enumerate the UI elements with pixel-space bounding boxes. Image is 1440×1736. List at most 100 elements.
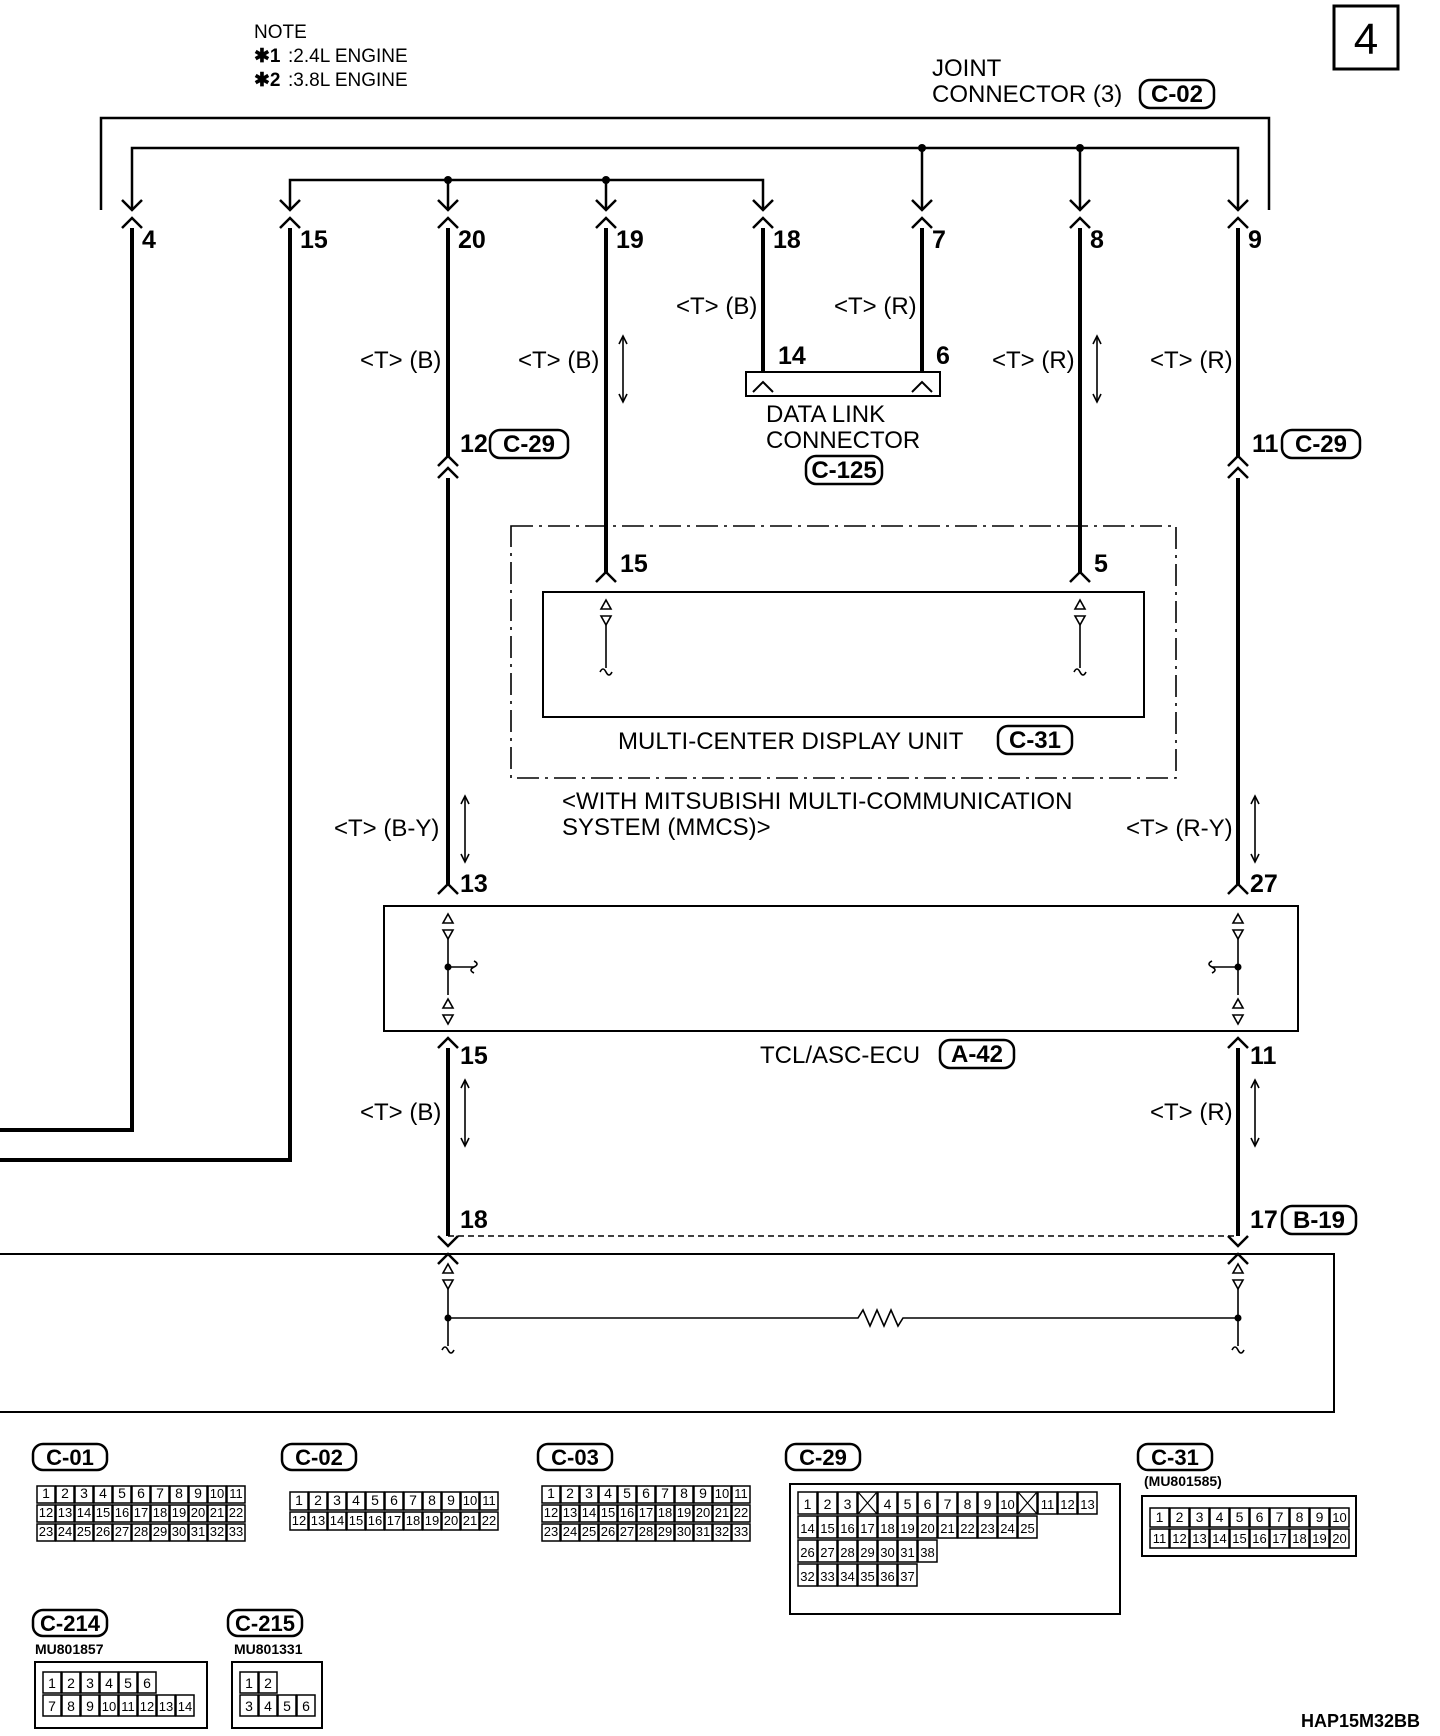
connector-pin-number: 5 [623,1485,631,1501]
unused-cavity-mark [1017,1491,1038,1515]
connector-pin-cell [693,1523,713,1542]
mmcs-pin-5: 5 [1094,550,1108,578]
connector-pin-cell [560,1523,580,1542]
connector-pin-cell [258,1694,278,1717]
wire-bundle [0,228,1240,1236]
note-block: NOTE ✱1 :2.4L ENGINE ✱2 :3.8L ENGINE [254,22,408,91]
connector-code-box [31,1608,109,1638]
connector-housing [231,1661,323,1729]
connector-pin-number: 14 [178,1699,192,1714]
b19-code-box [1280,1204,1358,1236]
connector-pin-cell [1329,1507,1350,1528]
connector-pin-cell [1309,1507,1330,1528]
connector-pin-cell [655,1485,675,1504]
connector-pin-number: 5 [124,1675,132,1691]
connector-code-box [536,1442,614,1472]
connector-pin-cell [137,1694,157,1717]
tcl-node-left [444,963,452,971]
connector-pin-cell [917,1491,938,1515]
connector-pin-cell [131,1485,151,1504]
connector-pin-cell [308,1491,328,1511]
connector-pin-cell [118,1694,138,1717]
connector-pin-number: 20 [1332,1531,1346,1546]
connector-pin-cell [55,1523,75,1542]
connector-pin-cell [797,1515,818,1539]
tcl-code: A-42 [951,1041,1003,1068]
connector-pin-number: 34 [840,1569,854,1584]
joint-pin-8: 8 [1090,226,1104,254]
connector-code: C-01 [46,1445,94,1470]
connector-pin-cell [112,1485,132,1504]
connector-pin-cell [131,1523,151,1542]
connector-pin-cell [93,1504,113,1523]
connector-pin-number: 5 [283,1698,291,1714]
connector-pin-number: 10 [463,1493,477,1508]
tcl-asc-ecu [383,905,1299,1032]
connector-pin-number: 13 [58,1505,72,1520]
connector-pin-number: 19 [172,1505,186,1520]
multi-center-display-unit [542,591,1145,718]
connector-pin-number: 17 [387,1513,401,1528]
connector-pin-cell [150,1485,170,1504]
connector-pin-cell [817,1491,838,1515]
connector-pin-cell [277,1694,297,1717]
connector-pin-number: 2 [566,1485,574,1501]
page-number-box [1332,4,1400,71]
connector-pin-number: 7 [409,1492,417,1508]
connector-pin-cell [937,1491,958,1515]
connector-part-number: MU801331 [234,1641,303,1657]
connector-pin-cell [422,1491,442,1511]
connector-pin-number: 10 [1332,1510,1346,1525]
connector-pin-cell [579,1485,599,1504]
connector-pin-number: 12 [1172,1531,1186,1546]
joint-connector-title: JOINT [932,55,1002,82]
connector-pin-number: 31 [191,1524,205,1539]
connector-pin-number: 21 [463,1513,477,1528]
joint-pin-18: 18 [773,226,801,254]
connector-pin-cell [541,1523,561,1542]
connector-pin-number: 24 [58,1524,72,1539]
connector-pin-number: 25 [1020,1521,1034,1536]
connector-pin-number: 1 [42,1485,50,1501]
c29-left-pin: 12 [460,430,488,458]
connector-pin-cell [977,1515,998,1539]
connector-pin-number: 20 [444,1513,458,1528]
connector-pin-cell [327,1491,347,1511]
connector-pin-number: 36 [880,1569,894,1584]
connector-pin-cell [857,1491,878,1515]
mmcs-unit-label: MULTI-CENTER DISPLAY UNIT [618,728,964,755]
connector-pin-number: 6 [143,1675,151,1691]
mmcs-condition-1: <WITH MITSUBISHI MULTI-COMMUNICATION [562,788,1072,815]
connector-pin-cell [655,1523,675,1542]
connector-pin-cell [1289,1507,1310,1528]
joint-pin-20: 20 [458,226,486,254]
connector-pin-cell [384,1491,404,1511]
connector-pin-cell [55,1504,75,1523]
connector-pin-number: 11 [1041,1497,1055,1512]
connector-pin-cell [541,1485,561,1504]
connector-pin-number: 4 [352,1492,360,1508]
connector-pin-number: 19 [677,1505,691,1520]
connector-pin-cell [560,1504,580,1523]
connector-pin-number: 23 [39,1524,53,1539]
connector-pin-number: 37 [900,1569,914,1584]
connector-pin-number: 16 [1252,1531,1266,1546]
wire-label-ry: <T> (R-Y) [1126,815,1233,842]
connector-pin-cell [1017,1515,1038,1539]
connector-code-box [784,1442,862,1472]
connector-pin-cell [617,1485,637,1504]
connector-pin-cell [579,1504,599,1523]
connector-pin-cell [188,1485,208,1504]
tcl-label: TCL/ASC-ECU [760,1042,920,1069]
connector-pin-number: 8 [428,1492,436,1508]
connector-pin-cell [479,1491,499,1511]
connector-pin-cell [693,1485,713,1504]
connector-pin-cell [150,1523,170,1542]
connector-pin-number: 9 [699,1485,707,1501]
connector-pin-cell [289,1511,309,1531]
connector-pin-cell [99,1671,119,1694]
connector-pin-cell [207,1485,227,1504]
